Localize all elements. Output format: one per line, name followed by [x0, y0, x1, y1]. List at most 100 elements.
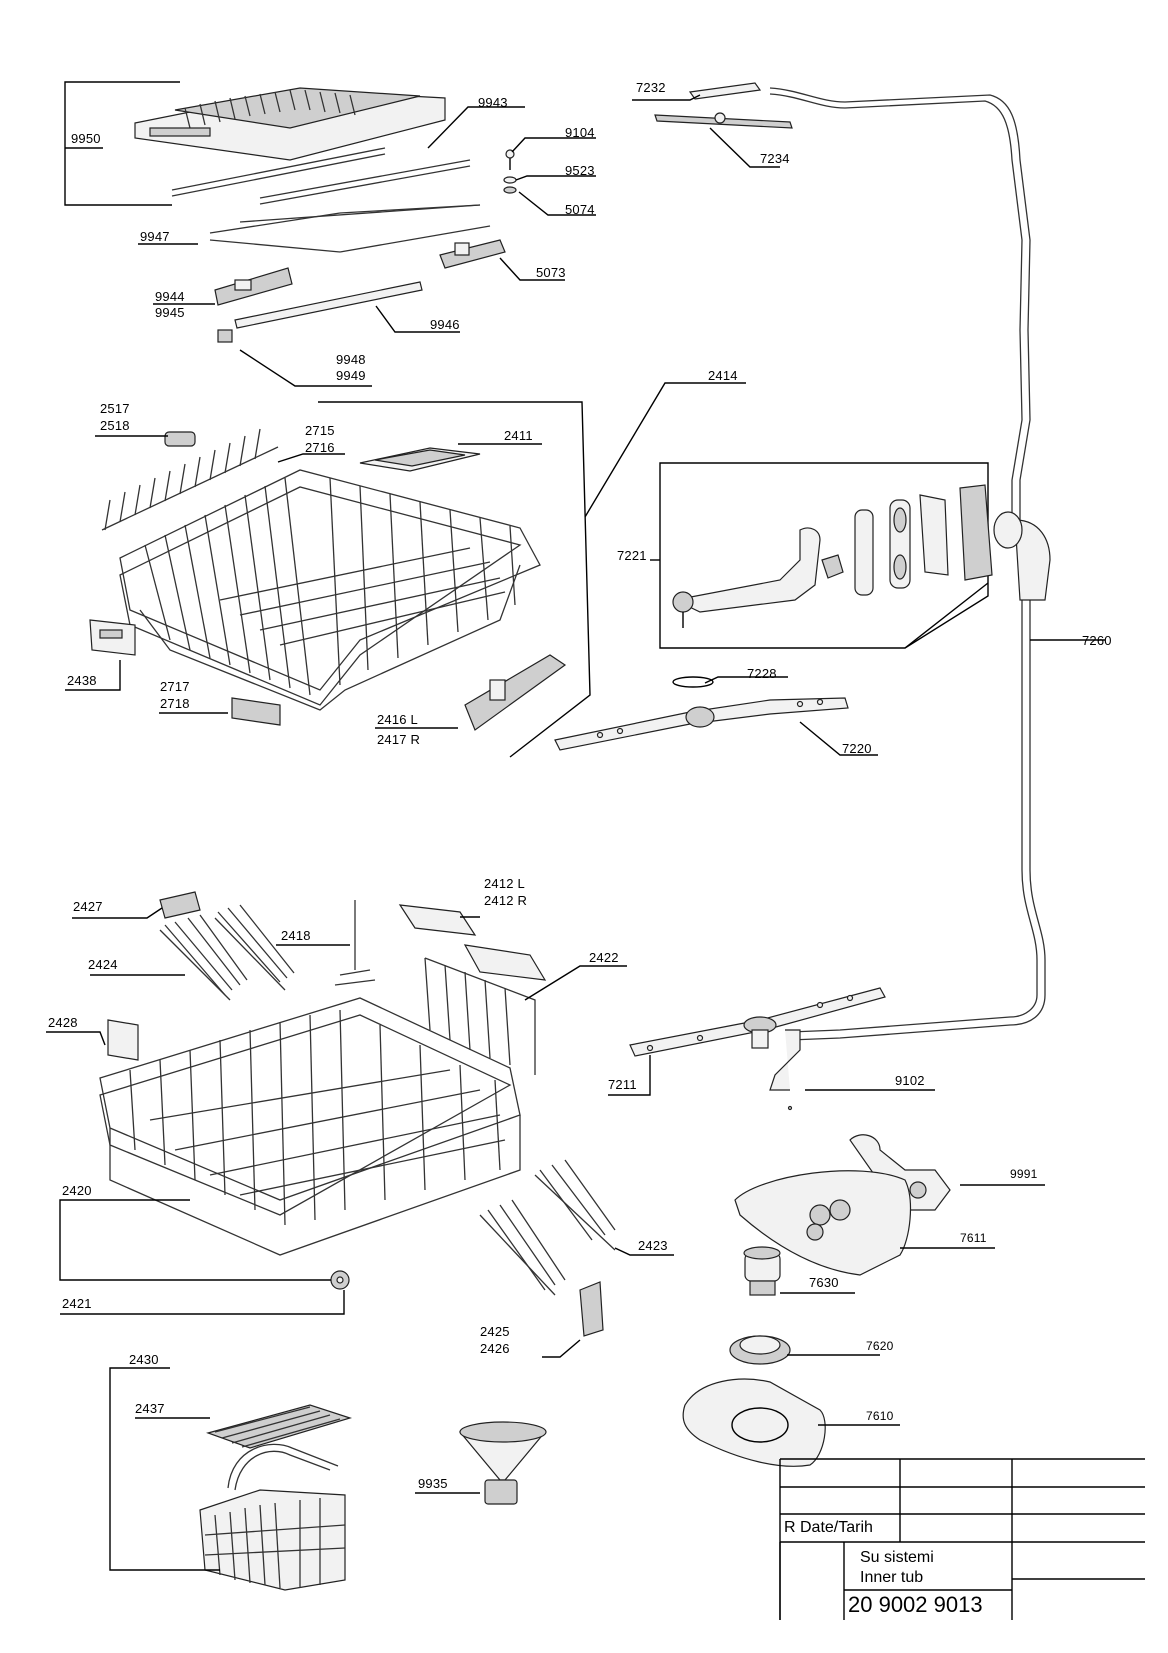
rod-2418 — [334, 900, 376, 986]
title-block-title-line2: Inner tub — [860, 1569, 924, 1586]
plate-racks-2424 — [159, 904, 295, 1001]
wheel-2421 — [330, 1270, 350, 1290]
label-5074: 5074 — [565, 202, 595, 217]
label-2422: 2422 — [589, 950, 619, 965]
clip-2425 — [579, 1281, 604, 1337]
label-9948: 9948 — [336, 352, 366, 367]
label-2425: 2425 — [480, 1324, 510, 1339]
label-9104: 9104 — [565, 125, 595, 140]
label-7211: 7211 — [608, 1077, 637, 1092]
label-7630: 7630 — [809, 1275, 839, 1290]
label-2715: 2715 — [305, 423, 335, 438]
tray-2411 — [359, 447, 481, 472]
handle-2428 — [107, 1019, 139, 1061]
leader-lines-7232-7234 — [632, 94, 780, 168]
clip-2427 — [159, 891, 201, 919]
label-7221: 7221 — [617, 548, 647, 563]
side-label-2438 — [89, 619, 136, 656]
label-2427: 2427 — [73, 899, 103, 914]
label-2437: 2437 — [135, 1401, 165, 1416]
clip-2717 — [231, 697, 281, 726]
label-7260: 7260 — [1082, 633, 1112, 648]
label-2438: 2438 — [67, 673, 97, 688]
label-9523: 9523 — [565, 163, 595, 178]
label-7610: 7610 — [866, 1409, 894, 1423]
rail-bar-9946 — [234, 281, 423, 329]
spray-arm-7234 — [654, 112, 793, 129]
label-9102: 9102 — [895, 1073, 925, 1088]
bracket-9991 — [849, 1134, 1045, 1211]
cutlery-tray-9950 — [134, 87, 446, 161]
label-2718: 2718 — [160, 696, 190, 711]
label-9944: 9944 — [155, 289, 185, 304]
trays-2412 — [398, 904, 547, 981]
label-2414: 2414 — [708, 368, 738, 383]
label-2518: 2518 — [100, 418, 130, 433]
filter-ring-7620 — [729, 1335, 880, 1365]
label-7611: 7611 — [960, 1231, 987, 1245]
label-2412-r: 2412 R — [484, 893, 528, 908]
clip-2517 — [164, 431, 196, 447]
label-2517: 2517 — [100, 401, 130, 416]
label-2411: 2411 — [504, 428, 533, 443]
filter-7630 — [743, 1246, 855, 1296]
label-2430: 2430 — [129, 1352, 159, 1367]
micro-filter-7610 — [682, 1378, 900, 1467]
title-block-revision-date: R Date/Tarih — [784, 1519, 873, 1536]
lower-basket — [99, 997, 521, 1256]
label-2424: 2424 — [88, 957, 118, 972]
leader-line-2414 — [584, 382, 746, 518]
rail-end-cap-9948 — [217, 329, 233, 343]
title-block-title-line1: Su sistemi — [860, 1549, 934, 1566]
label-7234: 7234 — [760, 151, 790, 166]
label-2416-l: 2416 L — [377, 712, 418, 727]
rail-stopper-5073 — [439, 239, 506, 269]
spray-arm-7220 — [554, 676, 878, 756]
label-2716: 2716 — [305, 440, 335, 455]
folding-racks-2422 — [424, 957, 536, 1075]
label-2717: 2717 — [160, 679, 190, 694]
upper-basket — [101, 428, 541, 711]
label-2421: 2421 — [62, 1296, 92, 1311]
cup-shelf-tines-2715 — [101, 428, 279, 531]
title-block — [779, 1458, 1145, 1620]
label-5073: 5073 — [536, 265, 566, 280]
label-7220: 7220 — [842, 741, 872, 756]
label-7620: 7620 — [866, 1339, 894, 1353]
label-2418: 2418 — [281, 928, 311, 943]
title-block-drawing-number: 20 9002 9013 — [848, 1592, 983, 1617]
tray-rails-9943-9947 — [171, 147, 491, 253]
label-9946: 9946 — [430, 317, 460, 332]
sump-cover-7611 — [734, 1170, 995, 1276]
leader-lines-lower-basket — [46, 907, 674, 1358]
spray-arm-7211 — [608, 987, 935, 1111]
label-2428: 2428 — [48, 1015, 78, 1030]
rail-clip-9944 — [214, 267, 293, 306]
upper-spray-arm-box-7221 — [650, 462, 993, 649]
label-2417-r: 2417 R — [377, 732, 421, 747]
leader-lines-upper-basket — [65, 401, 591, 758]
leader-lines-top-left — [64, 81, 596, 387]
label-9945: 9945 — [155, 305, 185, 320]
label-9935: 9935 — [418, 1476, 448, 1491]
label-2412-l: 2412 L — [484, 876, 525, 891]
funnel-9935 — [415, 1421, 547, 1505]
cutlery-basket-2430 — [109, 1367, 353, 1591]
screw-washer-stack — [503, 149, 517, 194]
label-7228: 7228 — [747, 666, 777, 681]
water-pipe-7260 — [769, 87, 1051, 1091]
label-9991: 9991 — [1010, 1167, 1038, 1181]
label-9949: 9949 — [336, 368, 366, 383]
label-2426: 2426 — [480, 1341, 510, 1356]
label-2420: 2420 — [62, 1183, 92, 1198]
label-2423: 2423 — [638, 1238, 668, 1253]
plate-rack-2423 — [479, 1159, 616, 1296]
rack-adjuster-2416 — [464, 654, 567, 731]
label-9943: 9943 — [478, 95, 508, 110]
label-9947: 9947 — [140, 229, 170, 244]
label-9950: 9950 — [71, 131, 101, 146]
spray-nozzle-7232 — [688, 82, 762, 100]
label-7232: 7232 — [636, 80, 666, 95]
